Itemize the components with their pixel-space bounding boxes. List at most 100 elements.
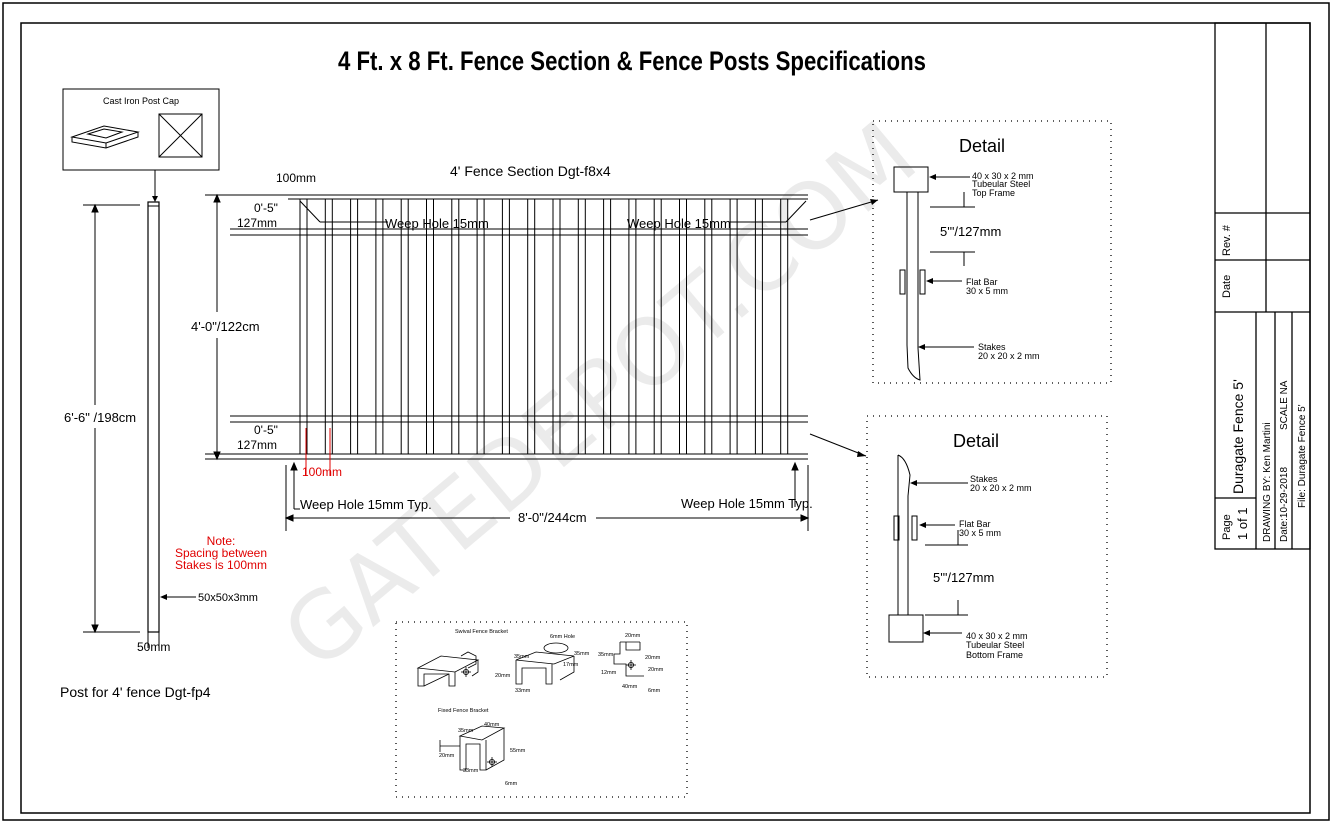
post-height-dimension (83, 203, 140, 634)
dim-20mm-c: 20mm (645, 655, 661, 661)
detail-top-frame-leader (929, 174, 970, 180)
note-line-2: Stakes is 100mm (175, 558, 267, 572)
weep-hole-top-right-leader (730, 200, 807, 223)
section-caption: 4' Fence Section Dgt-f8x4 (450, 163, 611, 179)
dim-55mm: 55mm (510, 748, 526, 754)
detail-top-flatbar-leader (926, 278, 962, 284)
detail-bottom-title: Detail (953, 431, 999, 451)
detail-top-frame-type: Top Frame (972, 188, 1015, 198)
watermark: GATEDEPOT.COM (263, 101, 936, 690)
weep-hole-top-left-leader (299, 200, 388, 223)
title-block-date-label: Date (1221, 275, 1233, 298)
post-cap-iso-icon (70, 125, 140, 149)
detail-bottom-flatbar-leader (919, 522, 955, 528)
detail-bottom-leader (809, 433, 867, 457)
fence-post (147, 201, 160, 633)
swivel-bracket-front-drawing (613, 641, 644, 677)
dim-6mm-hole: 6mm Hole (550, 634, 575, 640)
weep-hole-bottom-left-label: Weep Hole 15mm Typ. (300, 497, 432, 512)
weep-hole-top-left-label: Weep Hole 15mm (385, 216, 489, 231)
title-block-scale: SCALE NA (1279, 380, 1290, 430)
detail-bottom-flatbar-label: Flat Bar (959, 519, 991, 529)
title-block (1214, 22, 1311, 550)
title-block-date: Date:10-29-2018 (1279, 467, 1290, 542)
inner-border (20, 22, 1311, 814)
detail-bottom-stakes-leader (910, 480, 968, 486)
detail-bottom-offset-label: 5'"/127mm (933, 570, 994, 585)
dim-35mm-b: 35mm (574, 651, 590, 657)
detail-top-title: Detail (959, 136, 1005, 156)
top-rail-offset-mm: 127mm (237, 216, 277, 230)
stake-spacing-label: 100mm (302, 465, 342, 479)
dim-17mm: 17mm (563, 662, 579, 668)
dim-20mm-a: 20mm (495, 673, 511, 679)
weep-hole-bottom-right-leader (791, 461, 799, 507)
post-height-label: 6'-6" /198cm (64, 410, 136, 425)
detail-bottom-frame-material: Tubeular Steel (966, 640, 1024, 650)
dim-35mm-d: 35mm (458, 728, 474, 734)
dim-6mm-a: 6mm (648, 688, 661, 694)
fixed-bracket-iso-drawing (439, 725, 506, 771)
detail-bottom-frame-leader (923, 630, 962, 636)
dim-12mm: 12mm (601, 670, 617, 676)
top-rail-offset-ft: 0'-5" (254, 201, 278, 215)
detail-top-offset-dim (930, 192, 975, 266)
detail-bottom-offset-dim (925, 530, 968, 616)
section-height-dimension (213, 193, 221, 461)
fence-pickets (299, 199, 789, 454)
weep-hole-bottom-right-label: Weep Hole 15mm Typ. (681, 496, 813, 511)
detail-top-drawing (893, 166, 929, 381)
post-cap-box: Cast Iron Post Cap (62, 88, 220, 171)
swivel-bracket-iso-drawing (416, 651, 480, 687)
section-width-dimension (284, 465, 810, 531)
title-block-file: File: Duragate Fence 5' (1297, 404, 1308, 508)
detail-bottom-frame-type: Bottom Frame (966, 650, 1023, 660)
section-top-gap-label: 100mm (276, 171, 316, 185)
dim-33mm-b: 33mm (463, 768, 479, 774)
stake-spacing-marker (305, 428, 331, 476)
detail-bottom-stakes-size: 20 x 20 x 2 mm (970, 483, 1032, 493)
detail-bottom-frame-size: 40 x 30 x 2 mm (966, 631, 1028, 641)
dim-33mm-a: 33mm (515, 688, 531, 694)
weep-hole-bottom-left-leader (290, 461, 300, 510)
title-block-rev-label: Rev. # (1221, 224, 1233, 256)
detail-bottom-drawing (888, 454, 924, 643)
detail-top-stakes-leader (918, 344, 974, 350)
dim-20mm-b: 20mm (625, 633, 641, 639)
section-height-label: 4'-0"/122cm (191, 319, 260, 334)
post-cap-top-icon (158, 113, 203, 158)
swivel-bracket-side-drawing (515, 642, 575, 685)
post-size-leader (160, 594, 196, 600)
title-block-drawn-by: DRAWING BY: Ken Martini (1262, 422, 1273, 542)
section-width-label: 8'-0"/244cm (518, 510, 587, 525)
title-block-page-label: Page (1221, 514, 1233, 540)
bottom-rail-offset-mm: 127mm (237, 438, 277, 452)
fixed-bracket-title: Fixed Fence Bracket (438, 708, 489, 714)
brackets-box (395, 621, 688, 798)
dim-20mm-d: 20mm (648, 667, 664, 673)
detail-bottom-box (866, 415, 1108, 678)
detail-top-flatbar-label: Flat Bar (966, 277, 998, 287)
detail-top-stakes-size: 20 x 20 x 2 mm (978, 351, 1040, 361)
note-heading: Note: (207, 534, 236, 548)
dim-35mm-c: 35mm (598, 652, 614, 658)
detail-top-frame-material: Tubeular Steel (972, 179, 1030, 189)
detail-bottom-flatbar-size: 30 x 5 mm (959, 528, 1001, 538)
detail-bottom-stakes-label: Stakes (970, 474, 998, 484)
detail-top-stakes-label: Stakes (978, 342, 1006, 352)
dim-40mm-a: 40mm (622, 684, 638, 690)
detail-top-offset-label: 5'"/127mm (940, 224, 1001, 239)
title-block-project: Duragate Fence 5' (1230, 379, 1246, 494)
detail-top-frame-size: 40 x 30 x 2 mm (972, 171, 1034, 181)
title-block-page-value: 1 of 1 (1235, 507, 1250, 540)
detail-top-leader (809, 199, 879, 221)
page-title: 4 Ft. x 8 Ft. Fence Section & Fence Post… (338, 46, 926, 76)
post-size-label: 50x50x3mm (198, 592, 258, 604)
post-width-label: 50mm (137, 640, 170, 654)
swivel-bracket-title: Swival Fence Bracket (455, 629, 508, 635)
dim-6mm-b: 6mm (505, 781, 518, 787)
dim-35mm-a: 35mm (514, 654, 530, 660)
dim-40mm-b: 40mm (484, 722, 500, 728)
